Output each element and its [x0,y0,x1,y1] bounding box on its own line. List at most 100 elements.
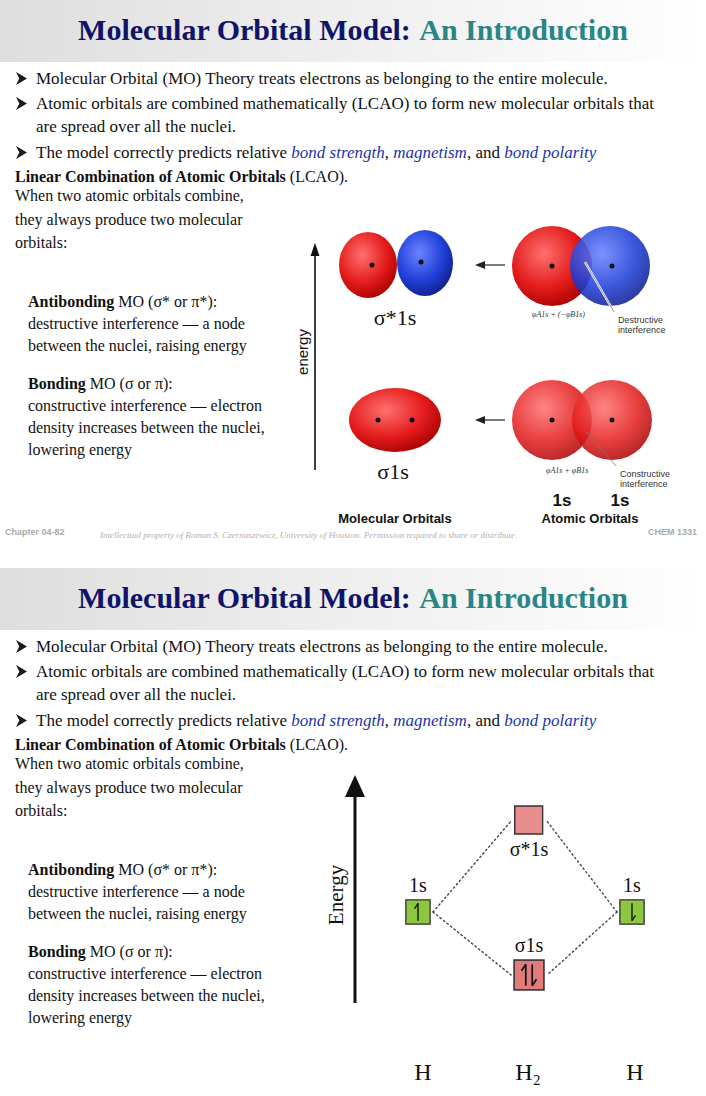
orbital-name: 1s [553,491,572,510]
spin-down-arrow [532,979,536,985]
lcao-text: When two atomic orbitals combine, they a… [15,184,265,255]
orbital-box-shape [619,899,645,925]
orbital-label: σ1s [377,459,408,485]
orbital-box [619,899,645,925]
slide-title: Molecular Orbital Model:An Introduction [78,12,628,48]
atomic-orbital [572,380,652,460]
antibonding-heading: AntibondingMO (σ* or π*): [28,291,290,313]
bullet-marker [16,714,27,727]
punctuation: , and [467,711,500,730]
molecule-label: H₂ [515,1058,541,1086]
leader-line [583,428,616,466]
orbital-types: MO (σ or π): [90,943,173,960]
orbital-name: 1s [611,491,630,510]
atom-label: H [414,1058,431,1086]
axis-label: Energy [324,865,348,925]
energy-axis [354,792,357,1003]
lcao-abbr: (LCAO). [290,736,348,753]
highlight-term: magnetism [393,711,467,730]
bullet-marker [16,665,27,678]
combine-arrow-head [475,416,485,424]
nucleus-dot [550,418,555,423]
nucleus-dot [610,418,615,423]
lcao-heading: Linear Combination of Atomic Orbitals(LC… [15,734,348,756]
antibonding-lobe [339,232,397,298]
orbital-label: 1s [623,873,641,897]
highlight-term: magnetism [393,143,467,162]
orbital-label: σ*1s [510,837,549,861]
antibonding-heading: AntibondingMO (σ* or π*): [28,859,290,881]
bullet-text: The model correctly predicts relativebon… [36,709,701,732]
title-main: Molecular Orbital Model: [78,13,411,46]
nucleus-dot [410,418,415,423]
term-bonding: Bonding [28,943,86,960]
leader-line [585,262,614,312]
combine-arrow [484,419,505,420]
orbital-node: σ*1s [510,805,549,861]
orbital-box-outline [515,806,543,834]
lcao-description: When two atomic orbitals combine, they a… [15,755,244,819]
bonding-orbital [349,388,441,452]
punctuation: , [385,711,389,730]
orbital-box-outline [514,960,544,990]
orbital-box [513,959,545,991]
lcao-heading: Linear Combination of Atomic Orbitals(LC… [15,166,348,188]
spin-up-arrow [415,903,418,908]
orbital-box-shape [513,959,545,991]
interference-note: Destructive interference [618,315,684,335]
orbital-box [514,805,544,835]
title-sub: An Introduction [419,581,628,614]
combine-arrow [484,264,505,265]
atom-label: H [626,1058,643,1086]
footer-course: CHEM 1331 [648,527,697,538]
bullet-marker [16,640,27,653]
punctuation: , and [467,143,500,162]
bonding-description: constructive interference — electron den… [28,395,273,461]
column-label: Molecular Orbitals [338,512,451,526]
lcao-text: When two atomic orbitals combine, they a… [15,752,265,823]
energy-axis [314,254,316,470]
column-label: Atomic Orbitals [542,512,639,526]
footer-copyright: Intellectual property of Roman S. Czernu… [100,530,517,541]
bullet-text: Molecular Orbital (MO) Theory treats ele… [36,67,701,90]
interference-note: Constructive interference [620,469,688,489]
nucleus-dot [419,260,424,265]
punctuation: , [385,143,389,162]
bullet-text: Molecular Orbital (MO) Theory treats ele… [36,635,701,658]
orbital-box-shape [405,899,431,925]
energy-axis-head [345,775,365,797]
energy-axis-head [311,243,320,256]
lcao-term: Linear Combination of Atomic Orbitals [15,168,286,185]
orbital-correlation-line [546,820,617,912]
orbital-types: MO (σ* or π*): [118,293,217,310]
term-antibonding: Antibonding [28,293,114,310]
slide-title: Molecular Orbital Model:An Introduction [78,580,628,616]
spin-up-arrow [525,964,527,985]
leader-line [585,262,614,312]
term-antibonding: Antibonding [28,861,114,878]
bullet-line: Molecular Orbital (MO) Theory treats ele… [36,637,608,656]
bullet-line: Atomic orbitals are combined mathematica… [36,94,654,136]
spin-down-arrow [631,903,632,920]
bullet-text: Atomic orbitals are combined mathematica… [36,92,676,138]
orbital-label: σ*1s [374,305,416,331]
antibonding-text: AntibondingMO (σ* or π*):destructive int… [28,859,290,925]
bonding-heading: BondingMO (σ or π): [28,941,273,963]
spin-up-arrow [417,903,418,920]
axis-label: energy [294,329,312,375]
bullet-line: The model correctly predicts relative [36,143,287,162]
spin-down-arrow [632,915,635,920]
orbital-box [405,899,431,925]
orbital-node: 1s [405,873,431,925]
orbital-types: MO (σ or π): [90,375,173,392]
lcao-description: When two atomic orbitals combine, they a… [15,187,244,251]
highlight-term: bond polarity [504,143,596,162]
highlight-term: bond strength [291,711,384,730]
wavefunction-formula: φA1s + φB1s [546,466,588,476]
title-main: Molecular Orbital Model: [78,581,411,614]
antibonding-description: destructive interference — a node betwee… [28,313,290,357]
bullet-text: The model correctly predicts relative bon… [36,141,701,164]
orbital-correlation-line [433,912,511,975]
